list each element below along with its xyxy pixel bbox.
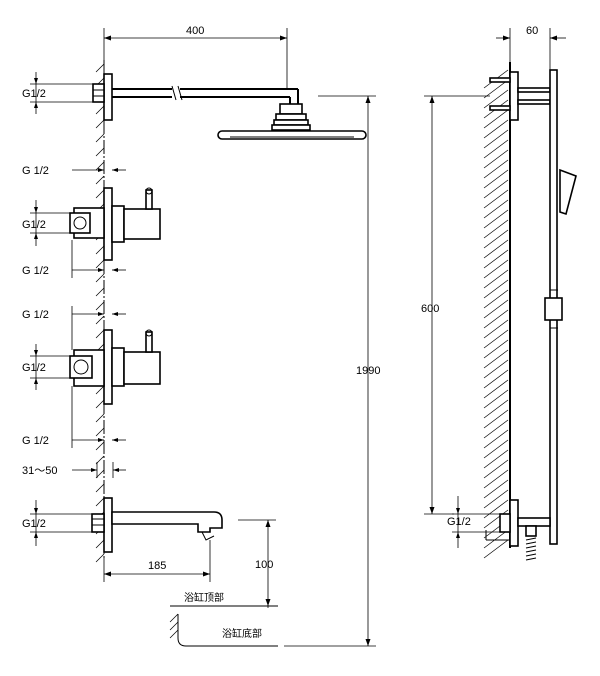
- dim-wall-offset: 31～50: [22, 462, 126, 478]
- side-wall: [483, 62, 511, 559]
- thread-lower-valve-side: G1/2: [22, 344, 70, 390]
- dim-arm-length-label: 400: [186, 25, 204, 37]
- dim-total-height-label: 1990: [356, 365, 380, 377]
- dim-rail-height-label: 600: [421, 303, 439, 315]
- thread-lower-valve-side-label: G1/2: [22, 362, 46, 374]
- thread-side-view-inlet-label: G1/2: [447, 516, 471, 528]
- bathtub-top-label: 浴缸顶部: [184, 591, 224, 604]
- thread-upper-valve-side: G1/2: [22, 200, 70, 246]
- upper-mixer-valve: [69, 187, 161, 261]
- thread-spout-inlet-label: G1/2: [22, 518, 46, 530]
- dim-rail-height: 600: [421, 95, 490, 515]
- thread-top-inlet-label: G1/2: [22, 88, 46, 100]
- dim-spout-height: 100: [238, 519, 276, 608]
- thread-side-view-inlet: G1/2: [447, 496, 500, 548]
- side-riser-rail: [544, 69, 577, 545]
- bathtub-outline: 浴缸顶部 浴缸底部: [169, 591, 278, 647]
- side-bottom-inlet: [499, 499, 551, 561]
- thread-upper-valve-top-label: G 1/2: [22, 165, 49, 177]
- front-wall: [95, 60, 105, 563]
- dim-total-height: 1990: [284, 95, 380, 647]
- thread-spout-inlet: G1/2: [22, 500, 92, 546]
- lower-mixer-valve: [69, 329, 161, 405]
- thread-lower-valve-top: G 1/2: [22, 306, 126, 350]
- thread-top-inlet: G1/2: [22, 72, 93, 114]
- shower-arm: [92, 73, 299, 121]
- thread-lower-valve-bottom: G 1/2: [22, 386, 126, 448]
- thread-lower-valve-top-label: G 1/2: [22, 309, 49, 321]
- dim-bracket-depth-label: 60: [526, 25, 538, 37]
- thread-upper-valve-bottom: G 1/2: [22, 240, 126, 278]
- bathtub-bottom-label: 浴缸底部: [222, 627, 262, 640]
- dim-spout-length-label: 185: [148, 560, 166, 572]
- side-top-bracket: [489, 71, 551, 121]
- thread-upper-valve-top: G 1/2: [22, 165, 126, 177]
- dim-spout-height-label: 100: [255, 559, 273, 571]
- thread-upper-valve-bottom-label: G 1/2: [22, 265, 49, 277]
- dim-spout-length: 185: [103, 540, 211, 582]
- dim-arm-length: 400: [103, 25, 288, 88]
- thread-lower-valve-bottom-label: G 1/2: [22, 435, 49, 447]
- shower-head: [217, 103, 367, 140]
- dim-bracket-depth: 60: [496, 25, 566, 70]
- thread-upper-valve-side-label: G1/2: [22, 219, 46, 231]
- dim-wall-offset-label: 31～50: [22, 465, 57, 477]
- bath-spout: [91, 497, 223, 553]
